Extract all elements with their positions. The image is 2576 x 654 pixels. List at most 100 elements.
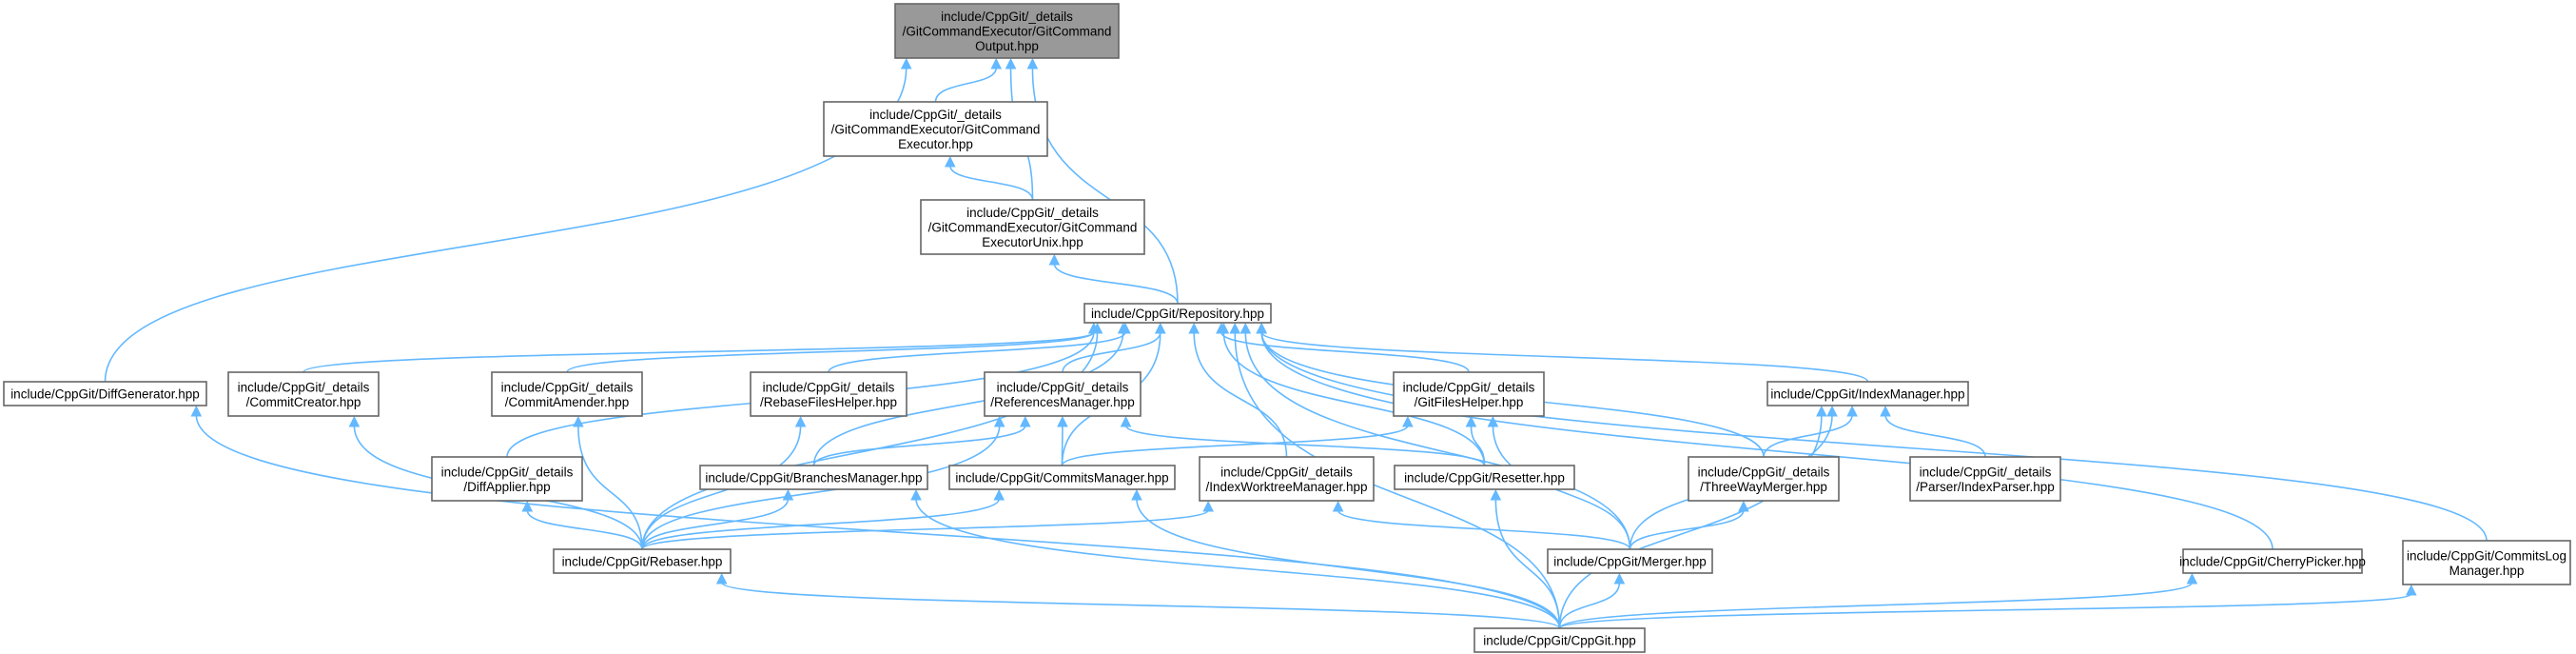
node-box — [491, 371, 643, 417]
edge-rebaser-to-commit_amender — [573, 415, 643, 550]
node-repository[interactable]: include/CppGit/Repository.hpp — [1083, 303, 1272, 324]
node-rebaser[interactable]: include/CppGit/Rebaser.hpp — [553, 548, 732, 574]
arrowhead-icon — [1826, 405, 1838, 417]
node-label-line: /ThreeWayMerger.hpp — [1700, 480, 1827, 494]
node-git-command-output[interactable]: include/CppGit/_details/GitCommandExecut… — [894, 3, 1120, 59]
arrowhead-icon — [715, 572, 728, 585]
edge-line — [641, 498, 1001, 550]
edge-line — [641, 425, 1001, 550]
edge-cppgit-to-rebaser — [715, 572, 1561, 629]
node-label-line: include/CppGit/CppGit.hpp — [1483, 634, 1636, 648]
node-box — [3, 381, 207, 406]
edge-line — [1337, 509, 1631, 550]
node-index-parser[interactable]: include/CppGit/_details/Parser/IndexPars… — [1909, 456, 2061, 502]
edge-line — [1494, 498, 1561, 629]
edge-cppgit-to-merger — [1558, 572, 1626, 629]
node-box — [750, 371, 907, 417]
edge-line — [1193, 331, 1288, 458]
edge-rebaser-to-diff_applier — [521, 500, 643, 550]
node-merger[interactable]: include/CppGit/Merger.hpp — [1547, 548, 1713, 574]
node-diff-applier[interactable]: include/CppGit/_details/DiffApplier.hpp — [431, 456, 583, 502]
edge-rebaser-to-index_worktree_manager — [641, 500, 1214, 550]
node-label-line: /GitCommandExecutor/GitCommand — [831, 123, 1041, 137]
edge-line — [302, 331, 1095, 373]
node-index-worktree-manager[interactable]: include/CppGit/_details/IndexWorktreeMan… — [1199, 456, 1375, 502]
node-branches-manager[interactable]: include/CppGit/BranchesManager.hpp — [699, 465, 928, 490]
arrowhead-icon — [521, 500, 534, 512]
node-label-line: /CommitAmender.hpp — [505, 395, 630, 409]
edge-line — [641, 498, 790, 550]
node-label-line: include/CppGit/Resetter.hpp — [1404, 471, 1565, 486]
node-label-line: include/CppGit/_details — [941, 10, 1073, 24]
edge-line — [1053, 263, 1179, 305]
edge-three_way_merger-to-index_manager — [1763, 405, 1858, 458]
node-git-files-helper[interactable]: include/CppGit/_details/GitFilesHelper.h… — [1393, 371, 1545, 417]
edge-repository-to-git_command_output — [1026, 57, 1179, 305]
arrowhead-icon — [944, 155, 956, 168]
arrowhead-icon — [1332, 500, 1344, 512]
node-label-line: /DiffApplier.hpp — [463, 480, 550, 494]
node-box — [1083, 303, 1272, 324]
edge-rebaser-to-references_manager — [641, 415, 1005, 550]
node-index-manager[interactable]: include/CppGit/IndexManager.hpp — [1766, 381, 1969, 406]
edge-line — [1260, 331, 1869, 383]
node-label-line: include/CppGit/DiffGenerator.hpp — [10, 387, 200, 402]
arrowhead-icon — [1738, 500, 1749, 512]
edge-commits_log_manager-to-repository — [1256, 322, 2488, 542]
node-label-line: include/CppGit/_details — [238, 380, 370, 394]
arrowhead-icon — [1026, 57, 1039, 69]
edge-line — [1558, 593, 2412, 629]
node-references-manager[interactable]: include/CppGit/_details/ReferencesManage… — [984, 371, 1142, 417]
node-diff-generator[interactable]: include/CppGit/DiffGenerator.hpp — [3, 381, 207, 406]
edge-branches_manager-to-references_manager — [812, 415, 1031, 466]
arrowhead-icon — [1120, 415, 1132, 427]
edge-diff_generator-to-git_command_output — [104, 57, 912, 383]
arrowhead-icon — [1218, 322, 1230, 334]
node-rebase-files-helper[interactable]: include/CppGit/_details/RebaseFilesHelpe… — [750, 371, 907, 417]
edge-commits_manager-to-references_manager — [1057, 415, 1068, 466]
edge-rebaser-to-repository — [641, 322, 1103, 550]
node-label-line: /GitFilesHelper.hpp — [1415, 395, 1524, 409]
node-label-line: /CommitCreator.hpp — [246, 395, 361, 409]
node-label-line: include/CppGit/BranchesManager.hpp — [705, 471, 922, 486]
arrowhead-icon — [1048, 253, 1061, 266]
arrowhead-icon — [993, 415, 1005, 427]
arrowhead-icon — [993, 488, 1005, 501]
edge-rebaser-to-commits_manager — [641, 488, 1005, 550]
arrowhead-icon — [782, 488, 794, 501]
node-cppgit[interactable]: include/CppGit/CppGit.hpp — [1473, 627, 1646, 653]
arrowhead-icon — [1402, 415, 1414, 427]
edge-line — [1234, 331, 1561, 629]
arrowhead-icon — [1816, 405, 1827, 417]
arrowhead-icon — [1880, 405, 1891, 417]
node-cherry-picker[interactable]: include/CppGit/CherryPicker.hpp — [2179, 548, 2366, 574]
node-box — [227, 371, 380, 417]
arrowhead-icon — [348, 415, 361, 427]
edge-line — [934, 67, 998, 103]
edge-resetter-to-repository — [1218, 322, 1486, 466]
arrowhead-icon — [1091, 322, 1103, 334]
node-label-line: include/CppGit/CommitsLog — [2407, 548, 2566, 563]
node-label-line: include/CppGit/_details — [869, 108, 1002, 122]
node-box — [1909, 456, 2061, 502]
node-three-way-merger[interactable]: include/CppGit/_details/ThreeWayMerger.h… — [1688, 456, 1840, 502]
node-resetter[interactable]: include/CppGit/Resetter.hpp — [1394, 465, 1575, 490]
edge-index_worktree_manager-to-repository — [1188, 322, 1288, 458]
edge-branches_manager-to-repository — [812, 322, 1129, 466]
node-box — [2182, 548, 2363, 574]
node-commits-manager[interactable]: include/CppGit/CommitsManager.hpp — [948, 465, 1176, 490]
node-commit-creator[interactable]: include/CppGit/_details/CommitCreator.hp… — [227, 371, 380, 417]
edge-line — [1061, 425, 1409, 466]
node-git-command-executor[interactable]: include/CppGit/_details/GitCommandExecut… — [823, 101, 1048, 157]
node-commit-amender[interactable]: include/CppGit/_details/CommitAmender.hp… — [491, 371, 643, 417]
edge-cppgit-to-cherry_picker — [1558, 572, 2198, 629]
node-git-command-executor-unix[interactable]: include/CppGit/_details/GitCommandExecut… — [920, 199, 1145, 255]
edge-merger-to-three_way_merger — [1629, 500, 1749, 550]
edge-line — [641, 331, 1099, 550]
edge-line — [1031, 67, 1179, 305]
node-label-line: include/CppGit/_details — [997, 380, 1129, 394]
edge-line — [1558, 582, 2194, 629]
arrowhead-icon — [1490, 488, 1502, 501]
node-label-line: Manager.hpp — [2449, 564, 2525, 578]
